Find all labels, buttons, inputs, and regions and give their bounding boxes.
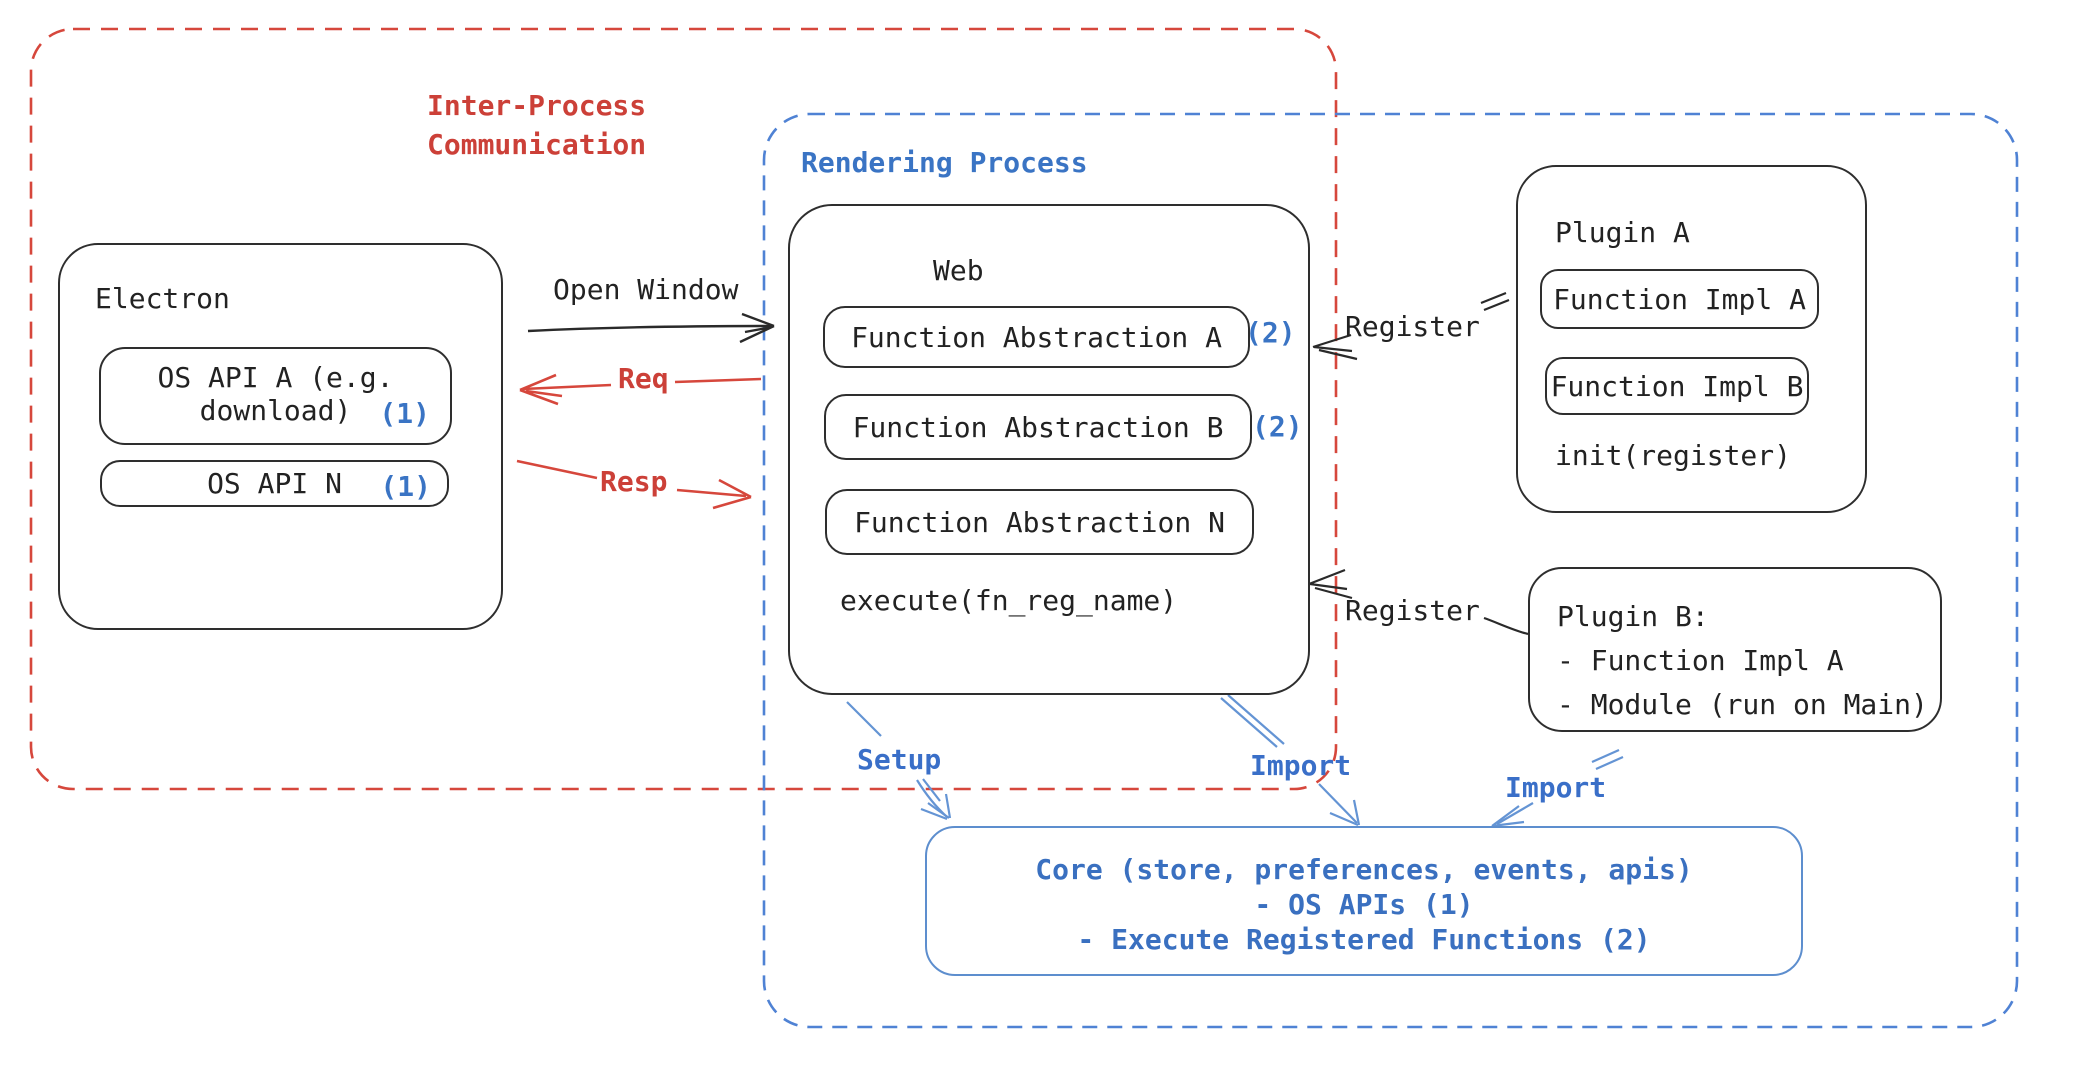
function-impl-b-box: Function Impl B [1545,357,1809,415]
function-abstraction-b-label: Function Abstraction B [852,410,1224,444]
register-bottom-arrow [1308,568,1529,636]
init-register-label: init(register) [1555,439,1792,472]
open-window-label: Open Window [553,273,739,306]
setup-arrow [846,701,952,821]
function-impl-a-box: Function Impl A [1540,269,1819,329]
import-plugin-label: Import [1505,771,1607,804]
os-api-a-box: OS API A (e.g. download) (1) [99,347,452,445]
os-api-n-label: OS API N [207,467,342,500]
setup-label: Setup [857,743,942,776]
open-window-arrow [527,312,775,344]
function-abstraction-b-box: Function Abstraction B [824,394,1252,460]
os-api-n-badge: (1) [380,470,431,503]
rendering-container-label: Rendering Process [801,146,1088,179]
os-api-a-badge: (1) [379,397,430,430]
plugin-b-title: Plugin B: [1557,600,1709,633]
import-web-arrow [1220,694,1361,827]
function-abstraction-n-label: Function Abstraction N [854,505,1225,539]
import-web-label: Import [1250,749,1352,782]
resp-label: Resp [600,465,668,498]
os-api-n-box: OS API N (1) [100,460,449,507]
plugin-b-box: Plugin B: - Function Impl A - Module (ru… [1528,567,1942,732]
core-line1: Core (store, preferences, events, apis) [1035,853,1693,886]
function-abstraction-b-badge: (2) [1252,410,1303,443]
rendering-dashed-container [762,112,2019,1029]
function-abstraction-a-badge: (2) [1245,316,1296,349]
execute-label: execute(fn_reg_name) [840,584,1178,617]
register-top-arrow [1312,291,1510,361]
plugin-a-title: Plugin A [1555,216,1690,249]
req-arrow [519,373,762,406]
register-top-label: Register [1345,310,1480,343]
ipc-dashed-container [29,27,1338,791]
os-api-a-line2: download) [199,394,352,427]
plugin-b-line2: - Module (run on Main) [1557,688,1928,721]
register-bottom-label: Register [1345,594,1480,627]
req-label: Req [618,362,669,395]
core-line3: - Execute Registered Functions (2) [1077,923,1651,956]
web-box: Web Function Abstraction A Function Abst… [788,204,1310,695]
web-title: Web [933,254,984,287]
function-abstraction-n-box: Function Abstraction N [825,489,1254,555]
os-api-a-line1: OS API A (e.g. [157,361,394,394]
function-abstraction-a-label: Function Abstraction A [851,320,1222,354]
electron-box: Electron OS API A (e.g. download) (1) OS… [58,243,503,630]
electron-title: Electron [95,282,230,315]
import-plugin-arrow [1491,748,1624,828]
core-line2: - OS APIs (1) [1254,888,1474,921]
plugin-a-box: Plugin A Function Impl A Function Impl B… [1516,165,1867,513]
core-box: Core (store, preferences, events, apis) … [925,826,1803,976]
resp-arrow [516,459,752,510]
function-impl-b-label: Function Impl B [1550,369,1804,403]
function-abstraction-a-box: Function Abstraction A [823,306,1250,368]
plugin-b-line1: - Function Impl A [1557,644,1844,677]
function-impl-a-label: Function Impl A [1553,282,1806,316]
